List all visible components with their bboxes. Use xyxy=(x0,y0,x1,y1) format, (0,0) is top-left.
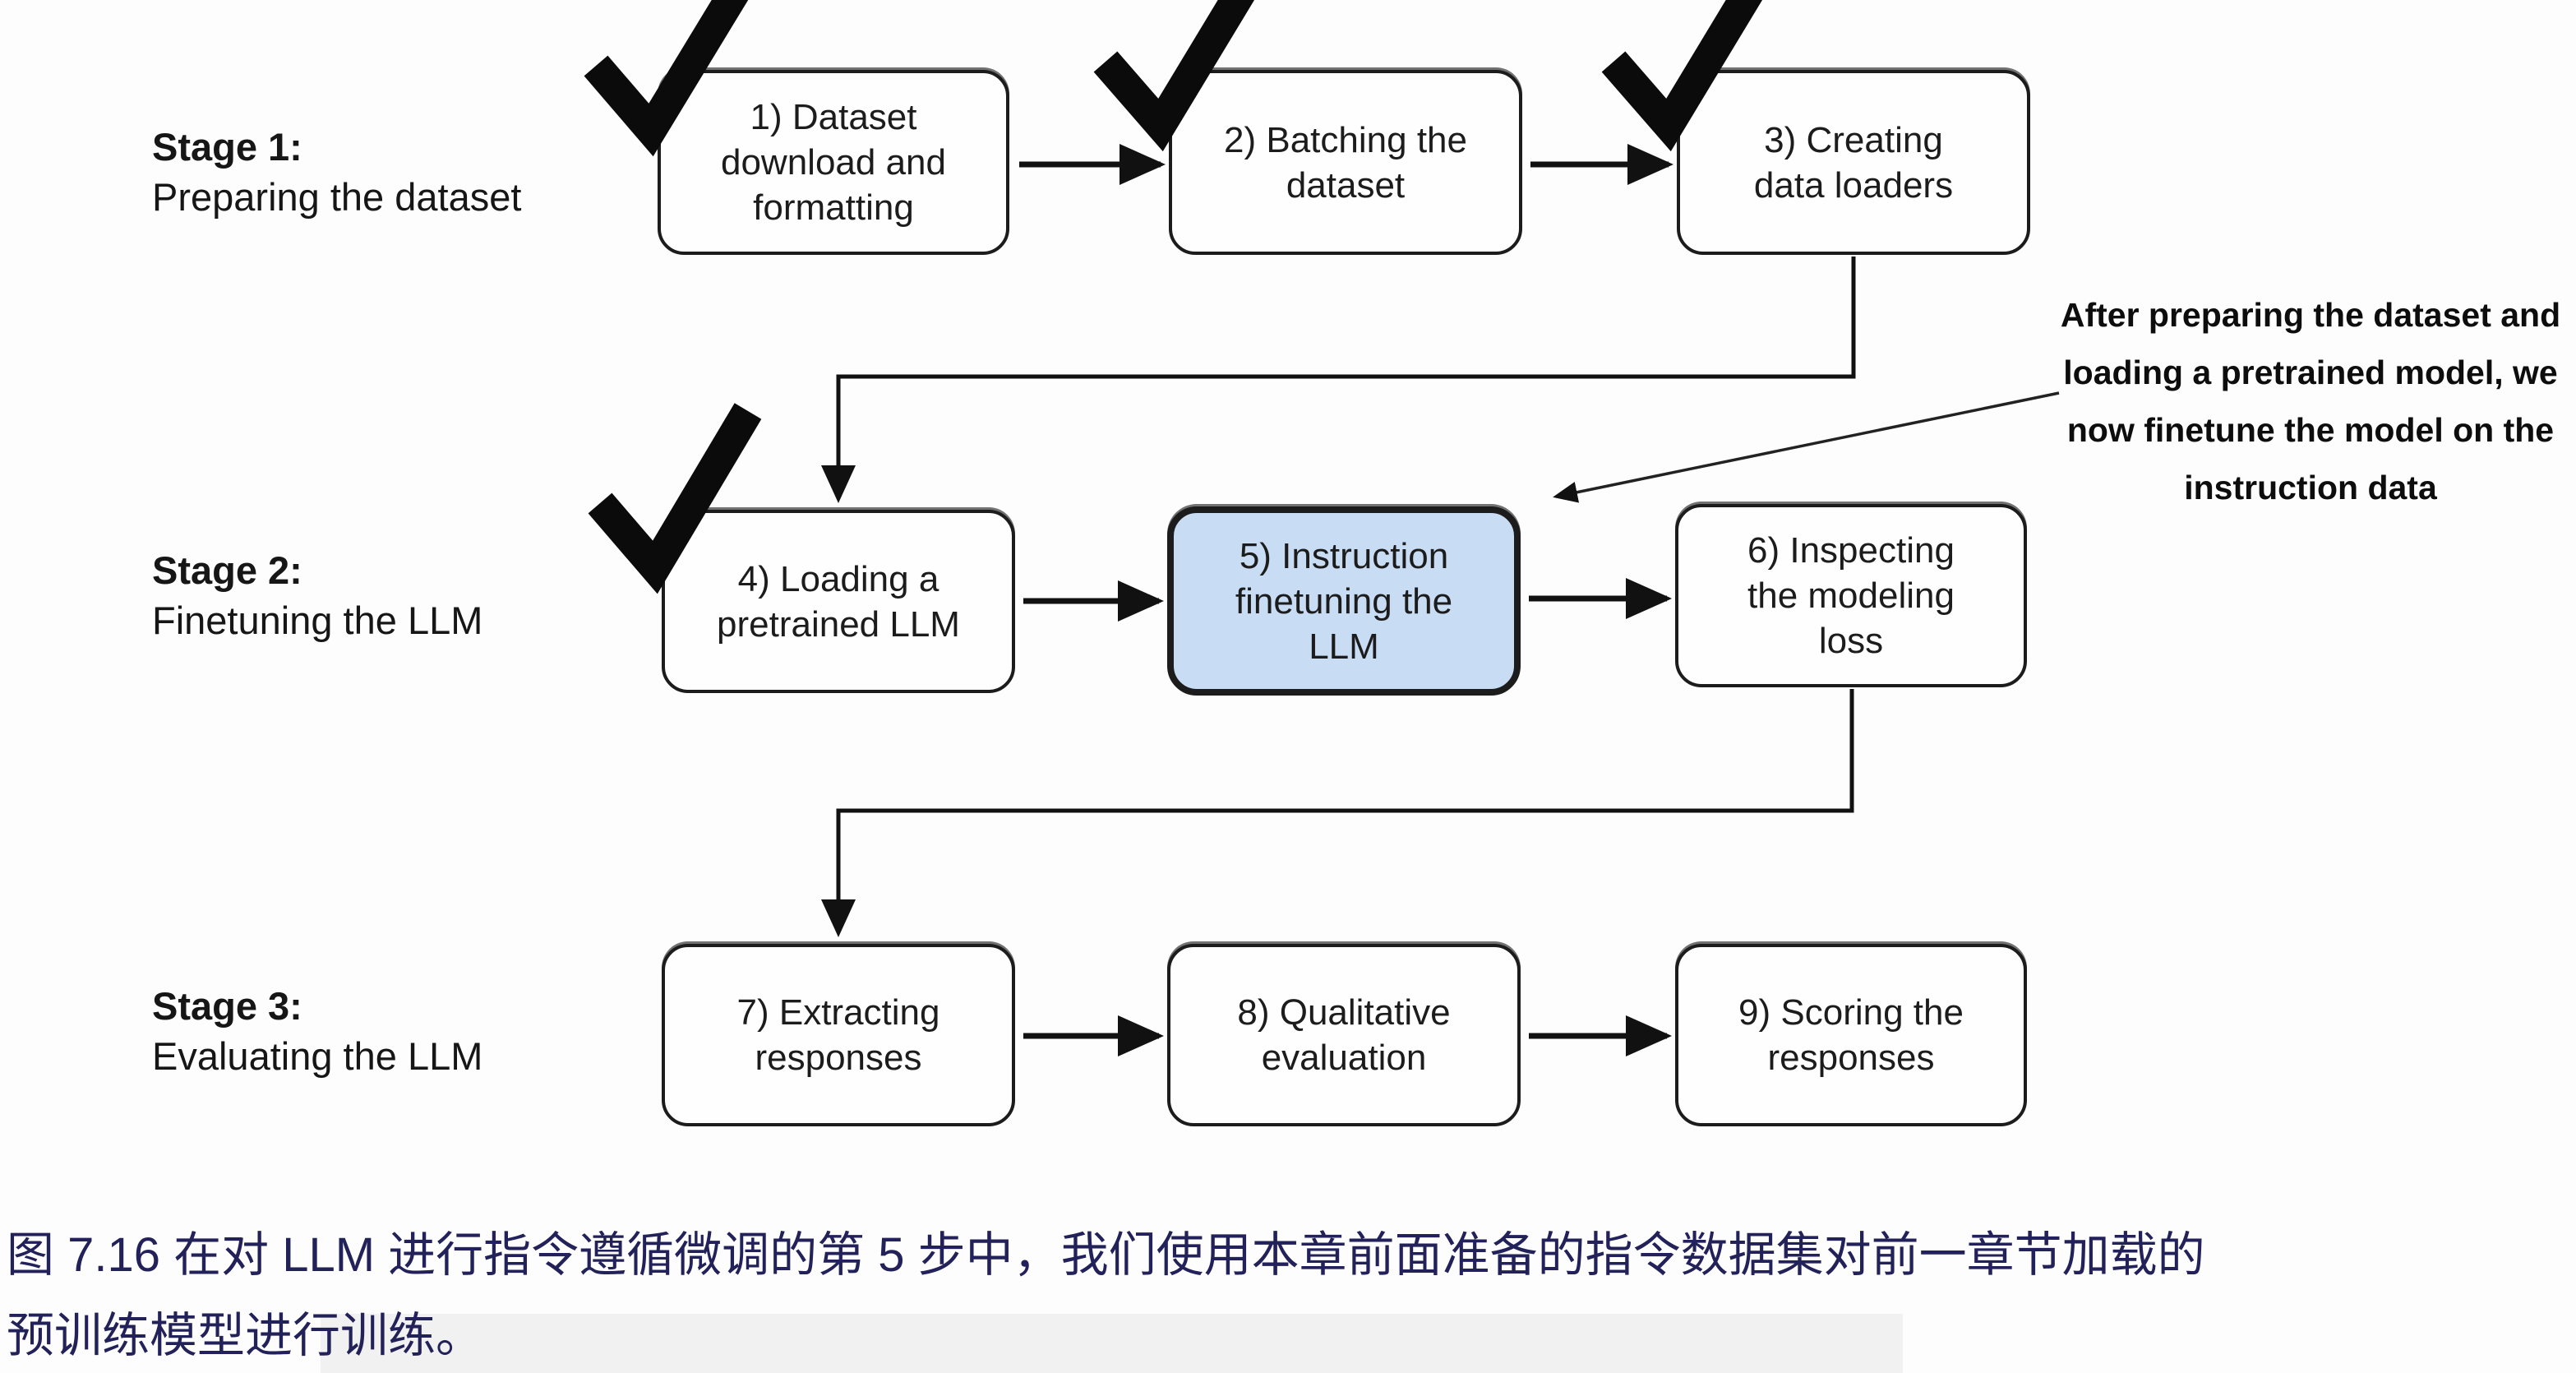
stage-3-label: Stage 3: Evaluating the LLM xyxy=(152,981,678,1081)
stage-1-subtitle: Preparing the dataset xyxy=(152,175,522,219)
step-box-4-loading-pretrained-llm: 4) Loading a pretrained LLM xyxy=(662,510,1015,693)
step-box-5-instruction-finetuning: 5) Instruction finetuning the LLM xyxy=(1167,506,1521,696)
stage-2-title: Stage 2: xyxy=(152,548,302,592)
stage-3-title: Stage 3: xyxy=(152,984,302,1028)
step-box-9-scoring-responses: 9) Scoring the responses xyxy=(1675,944,2027,1126)
step-box-3-creating-data-loaders: 3) Creating data loaders xyxy=(1677,70,2030,255)
stage-2-subtitle: Finetuning the LLM xyxy=(152,599,483,642)
step-box-1-dataset-download: 1) Dataset download and formatting xyxy=(658,70,1009,255)
step-box-2-batching-dataset: 2) Batching the dataset xyxy=(1169,70,1522,255)
step-box-8-qualitative-evaluation: 8) Qualitative evaluation xyxy=(1167,944,1521,1126)
step-box-6-inspecting-loss: 6) Inspecting the modeling loss xyxy=(1675,504,2027,687)
annotation-note: After preparing the dataset and loading … xyxy=(2060,296,2561,506)
stage-1-title: Stage 1: xyxy=(152,125,302,169)
figure-caption: 图 7.16 在对 LLM 进行指令遵循微调的第 5 步中，我们使用本章前面准备… xyxy=(7,1228,2205,1362)
elbow-box3-box4 xyxy=(821,257,1856,503)
step-box-7-extracting-responses: 7) Extracting responses xyxy=(662,944,1015,1126)
stage-1-label: Stage 1: Preparing the dataset xyxy=(152,122,678,222)
annotation-arrow xyxy=(1553,391,2060,503)
elbow-box6-box7 xyxy=(821,689,1854,937)
stage-3-subtitle: Evaluating the LLM xyxy=(152,1034,483,1078)
stage-2-label: Stage 2: Finetuning the LLM xyxy=(152,545,678,645)
caption-background-band xyxy=(321,1314,1903,1373)
